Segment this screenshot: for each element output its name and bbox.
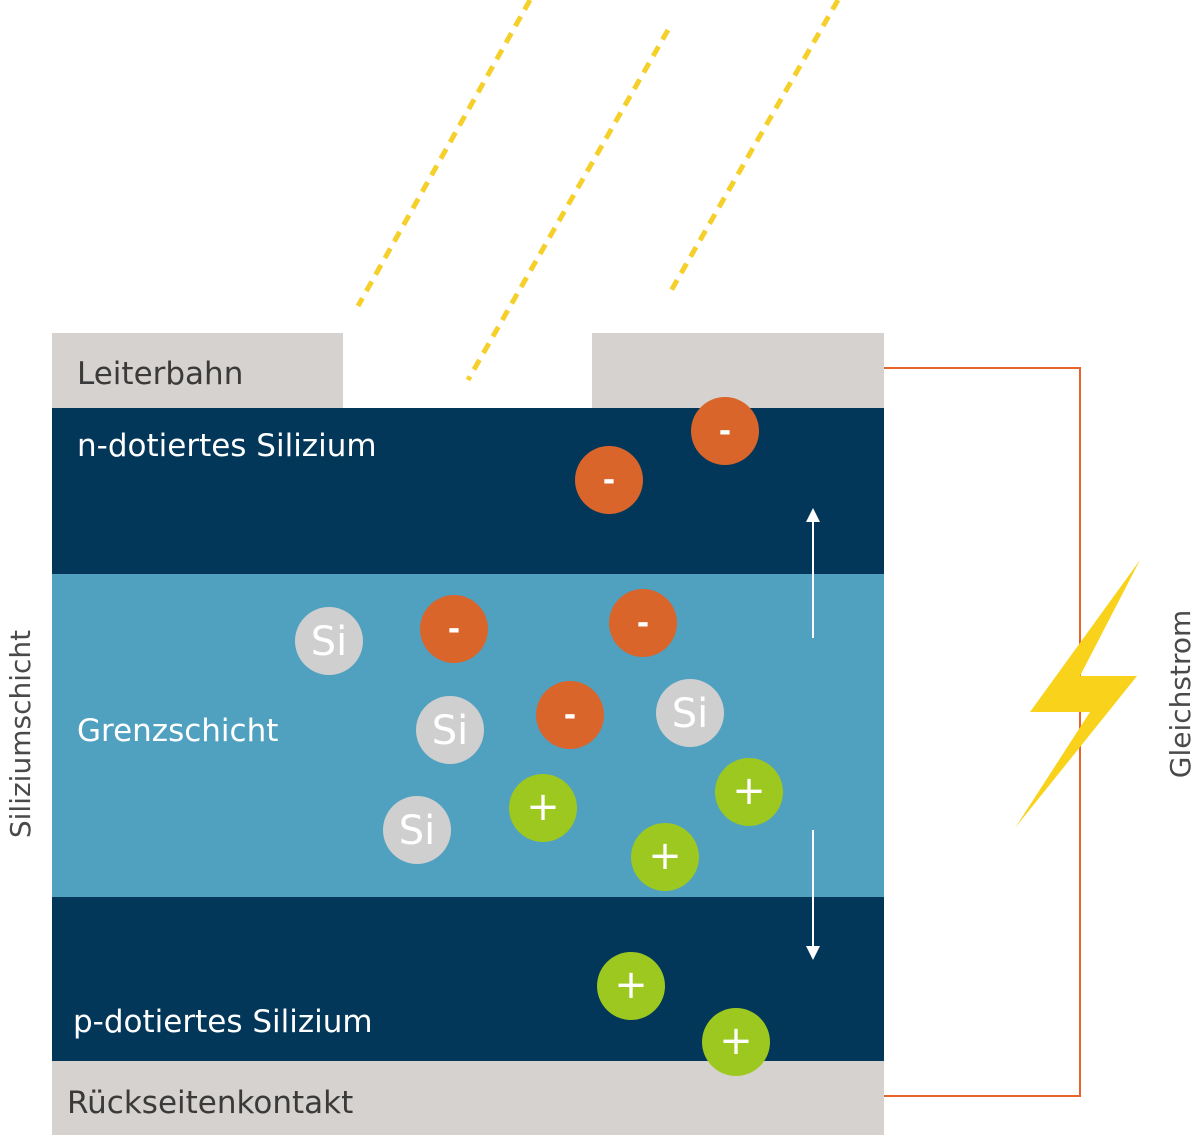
sun-ray — [465, 28, 671, 382]
lightning-bolt-icon — [1015, 560, 1140, 828]
svg-text:Si: Si — [432, 708, 469, 754]
conductor-right — [592, 333, 884, 408]
hole: + — [715, 758, 783, 826]
sun-ray — [665, 0, 841, 298]
svg-text:+: + — [732, 768, 766, 814]
silicon-atom: Si — [416, 696, 484, 764]
silicon-atom: Si — [656, 679, 724, 747]
conductor-label: Leiterbahn — [77, 356, 243, 392]
sun-ray — [355, 0, 533, 308]
svg-text:+: + — [648, 833, 682, 879]
hole: + — [631, 823, 699, 891]
conductor-left — [52, 333, 343, 408]
svg-text:+: + — [719, 1018, 753, 1064]
hole: + — [509, 774, 577, 842]
svg-text:-: - — [448, 612, 460, 647]
hole: + — [597, 952, 665, 1020]
p-silicon-label: p-dotiertes Silizium — [73, 1004, 373, 1040]
direct-current-label: Gleichstrom — [1164, 610, 1197, 779]
svg-text:+: + — [526, 784, 560, 830]
svg-text:Si: Si — [672, 691, 709, 737]
sunlight-rays — [355, 0, 841, 382]
electron: - — [609, 589, 677, 657]
svg-text:Si: Si — [311, 619, 348, 665]
circuit-wire — [884, 367, 1081, 1097]
electron: - — [420, 595, 488, 663]
hole: + — [702, 1008, 770, 1076]
electron: - — [691, 397, 759, 465]
electron: - — [536, 681, 604, 749]
svg-text:-: - — [637, 606, 649, 641]
arrow-up-icon — [806, 508, 820, 638]
back-contact-label: Rückseitenkontakt — [67, 1085, 353, 1121]
svg-text:-: - — [564, 698, 576, 733]
silicon-atom: Si — [383, 796, 451, 864]
junction-label: Grenzschicht — [77, 713, 278, 749]
n-silicon-label: n-dotiertes Silizium — [77, 428, 377, 464]
silicon-layer-label: Siliziumschicht — [4, 630, 37, 838]
silicon-atom: Si — [295, 607, 363, 675]
electron: - — [575, 446, 643, 514]
svg-text:+: + — [614, 962, 648, 1008]
arrow-down-icon — [806, 830, 820, 960]
svg-text:-: - — [603, 463, 615, 498]
svg-text:Si: Si — [399, 808, 436, 854]
svg-text:-: - — [719, 414, 731, 449]
